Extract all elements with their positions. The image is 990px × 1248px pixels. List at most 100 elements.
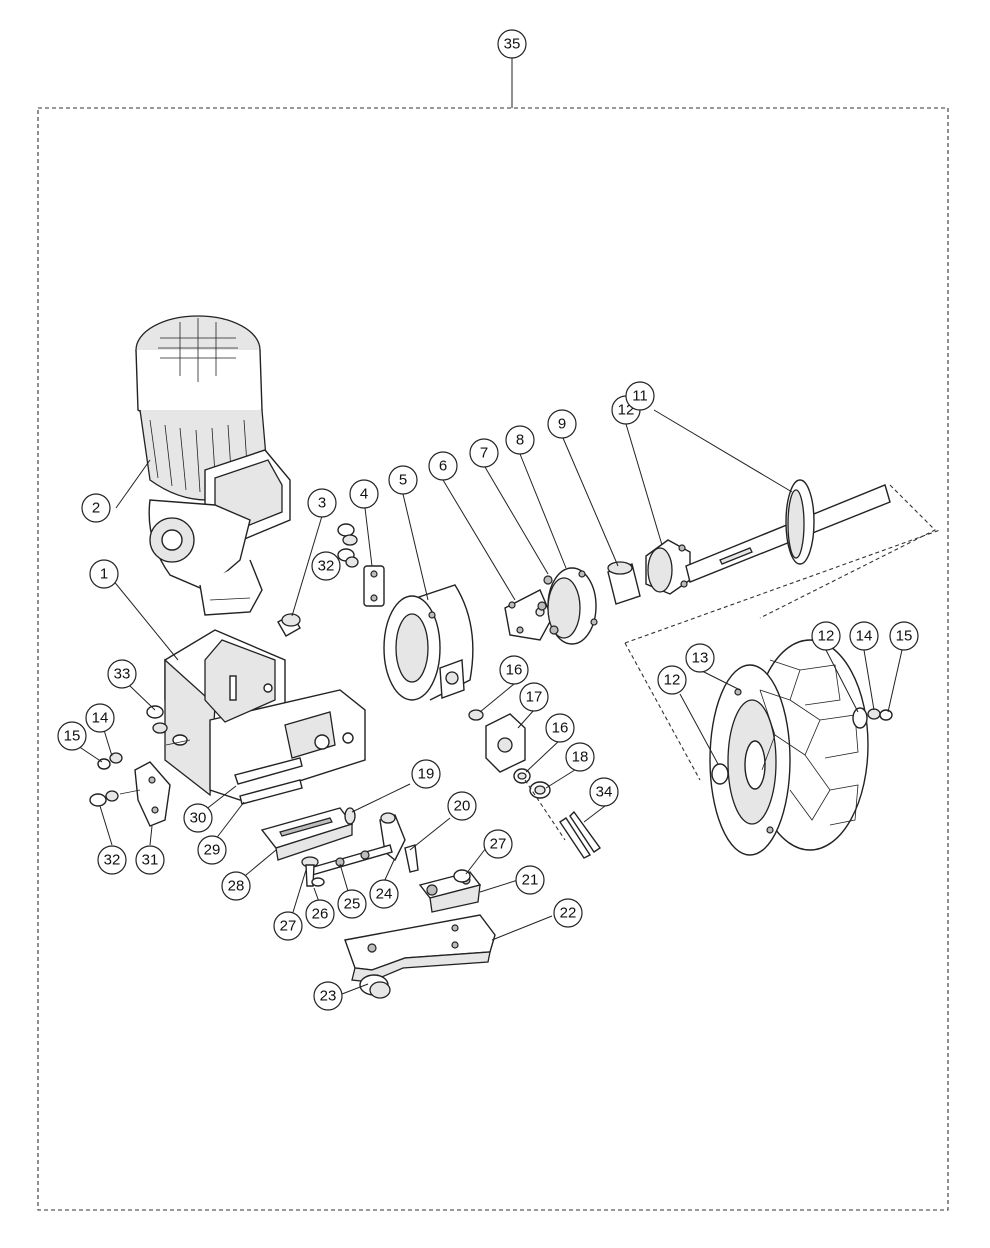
callout-2: 2 xyxy=(81,493,111,523)
svg-text:30: 30 xyxy=(190,810,207,827)
callout-21: 21 xyxy=(515,865,545,895)
svg-text:6: 6 xyxy=(439,458,447,475)
svg-text:16: 16 xyxy=(552,720,569,737)
callout-18: 18 xyxy=(565,742,595,772)
callout-30: 30 xyxy=(183,803,213,833)
fasteners-part-14-15-32-33 xyxy=(89,705,191,807)
svg-text:24: 24 xyxy=(376,886,393,903)
block-part-17 xyxy=(468,709,526,773)
svg-text:12: 12 xyxy=(664,672,681,689)
bracket-part-31 xyxy=(134,761,171,827)
callout-7: 7 xyxy=(469,438,499,468)
pins-part-34 xyxy=(559,810,601,859)
callout-11: 11 xyxy=(625,381,655,411)
plate-part-4 xyxy=(363,565,385,607)
svg-text:32: 32 xyxy=(104,852,121,869)
callout-8: 8 xyxy=(505,425,535,455)
pin-part-19 xyxy=(344,807,356,825)
bolts-part-32-upper xyxy=(337,523,359,568)
svg-text:19: 19 xyxy=(418,766,435,783)
svg-text:33: 33 xyxy=(114,666,131,683)
screw-part-26-27 xyxy=(301,856,325,887)
hub-parts-12-14-15-wheel xyxy=(711,707,893,785)
callout-25: 25 xyxy=(337,889,367,919)
callout-4: 4 xyxy=(349,479,379,509)
callout-29: 29 xyxy=(197,835,227,865)
svg-text:1: 1 xyxy=(100,566,108,583)
svg-text:31: 31 xyxy=(142,852,159,869)
svg-text:17: 17 xyxy=(526,689,543,706)
svg-text:7: 7 xyxy=(480,445,488,462)
svg-text:29: 29 xyxy=(204,842,221,859)
housing-part-5 xyxy=(383,584,474,701)
svg-text:14: 14 xyxy=(92,710,109,727)
svg-text:12: 12 xyxy=(818,628,835,645)
svg-text:9: 9 xyxy=(558,416,566,433)
flange-part-6 xyxy=(504,589,553,641)
callout-3: 3 xyxy=(307,488,337,518)
callout-27-lower: 27 xyxy=(273,911,303,941)
svg-text:20: 20 xyxy=(454,798,471,815)
callout-14-left: 14 xyxy=(85,703,115,733)
callout-19: 19 xyxy=(411,759,441,789)
frame-part-1 xyxy=(164,629,366,801)
rails-part-29-30 xyxy=(239,779,303,805)
shaft-part-11 xyxy=(685,479,936,619)
linkage-part-20-24-25 xyxy=(309,812,419,876)
callout-15-wheel: 15 xyxy=(889,621,919,651)
callout-13: 13 xyxy=(685,643,715,673)
callout-35: 35 xyxy=(497,29,527,59)
knob-part-23 xyxy=(359,974,391,999)
svg-text:16: 16 xyxy=(506,662,523,679)
callout-12-wheel-left: 12 xyxy=(657,665,687,695)
svg-text:21: 21 xyxy=(522,872,539,889)
rings-part-16-18 xyxy=(513,768,566,841)
guide-part-28 xyxy=(260,807,354,861)
svg-text:4: 4 xyxy=(360,486,368,503)
svg-text:22: 22 xyxy=(560,905,577,922)
svg-text:26: 26 xyxy=(312,906,329,923)
hub-part-12-shaft xyxy=(645,539,691,595)
callout-9: 9 xyxy=(547,409,577,439)
svg-text:11: 11 xyxy=(632,388,648,405)
svg-text:5: 5 xyxy=(399,472,407,489)
callout-34: 34 xyxy=(589,777,619,807)
pedal-arm-part-22 xyxy=(344,914,496,983)
callout-20: 20 xyxy=(447,791,477,821)
svg-text:27: 27 xyxy=(280,918,297,935)
callout-31: 31 xyxy=(135,845,165,875)
spacer-part-3 xyxy=(277,613,301,637)
callout-16-upper: 16 xyxy=(499,655,529,685)
callout-5: 5 xyxy=(388,465,418,495)
svg-text:3: 3 xyxy=(318,495,326,512)
callout-12-wheel-right: 12 xyxy=(811,621,841,651)
callout-22: 22 xyxy=(553,898,583,928)
svg-text:15: 15 xyxy=(64,728,81,745)
svg-text:2: 2 xyxy=(92,500,100,517)
svg-text:15: 15 xyxy=(896,628,913,645)
assembly-boundary xyxy=(37,107,949,1211)
callout-1: 1 xyxy=(89,559,119,589)
leader-lines xyxy=(77,409,903,995)
callout-17: 17 xyxy=(519,682,549,712)
callout-15-left: 15 xyxy=(57,721,87,751)
svg-text:13: 13 xyxy=(692,650,709,667)
svg-text:14: 14 xyxy=(856,628,873,645)
coupling-part-7-8 xyxy=(537,567,598,645)
callout-16-lower: 16 xyxy=(545,713,575,743)
wheel-part-13 xyxy=(624,529,941,856)
svg-text:8: 8 xyxy=(516,432,524,449)
callout-32-lower: 32 xyxy=(97,845,127,875)
svg-text:23: 23 xyxy=(320,988,337,1005)
svg-text:18: 18 xyxy=(572,749,589,766)
callout-14-wheel: 14 xyxy=(849,621,879,651)
callout-28: 28 xyxy=(221,871,251,901)
lever-part-21 xyxy=(418,869,482,913)
callout-6: 6 xyxy=(428,451,458,481)
svg-text:28: 28 xyxy=(228,878,245,895)
callout-33: 33 xyxy=(107,659,137,689)
callout-32-upper: 32 xyxy=(311,551,341,581)
bush-part-9 xyxy=(607,561,641,605)
